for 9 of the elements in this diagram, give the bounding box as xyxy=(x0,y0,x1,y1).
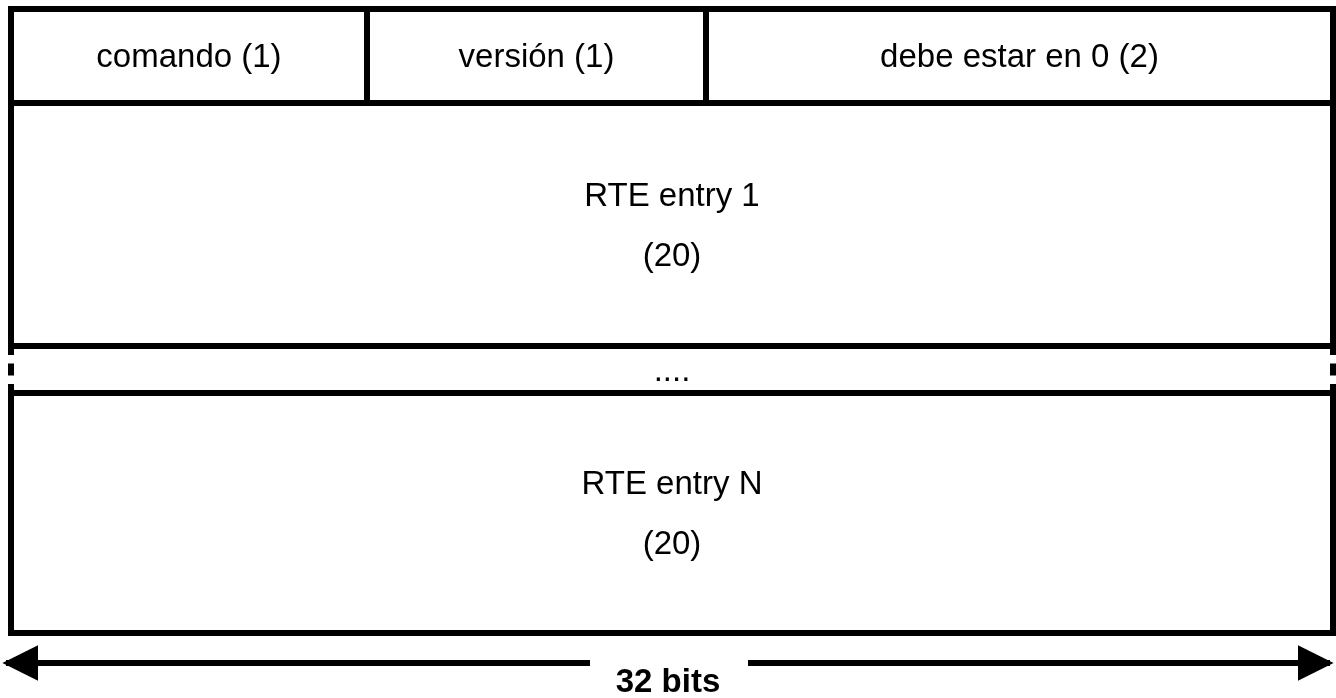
field-label: RTE entry 1 xyxy=(584,174,760,215)
field-label: debe estar en 0 (2) xyxy=(880,36,1159,76)
dimension-label: 32 bits xyxy=(615,662,721,698)
byte-count: (20) xyxy=(642,234,702,275)
field-label: RTE entry N xyxy=(581,463,763,503)
field-label: versión (1) xyxy=(458,36,615,76)
field-label: comando (1) xyxy=(96,36,282,76)
byte-count: (20) xyxy=(642,523,702,563)
field-label: .... xyxy=(653,354,691,385)
